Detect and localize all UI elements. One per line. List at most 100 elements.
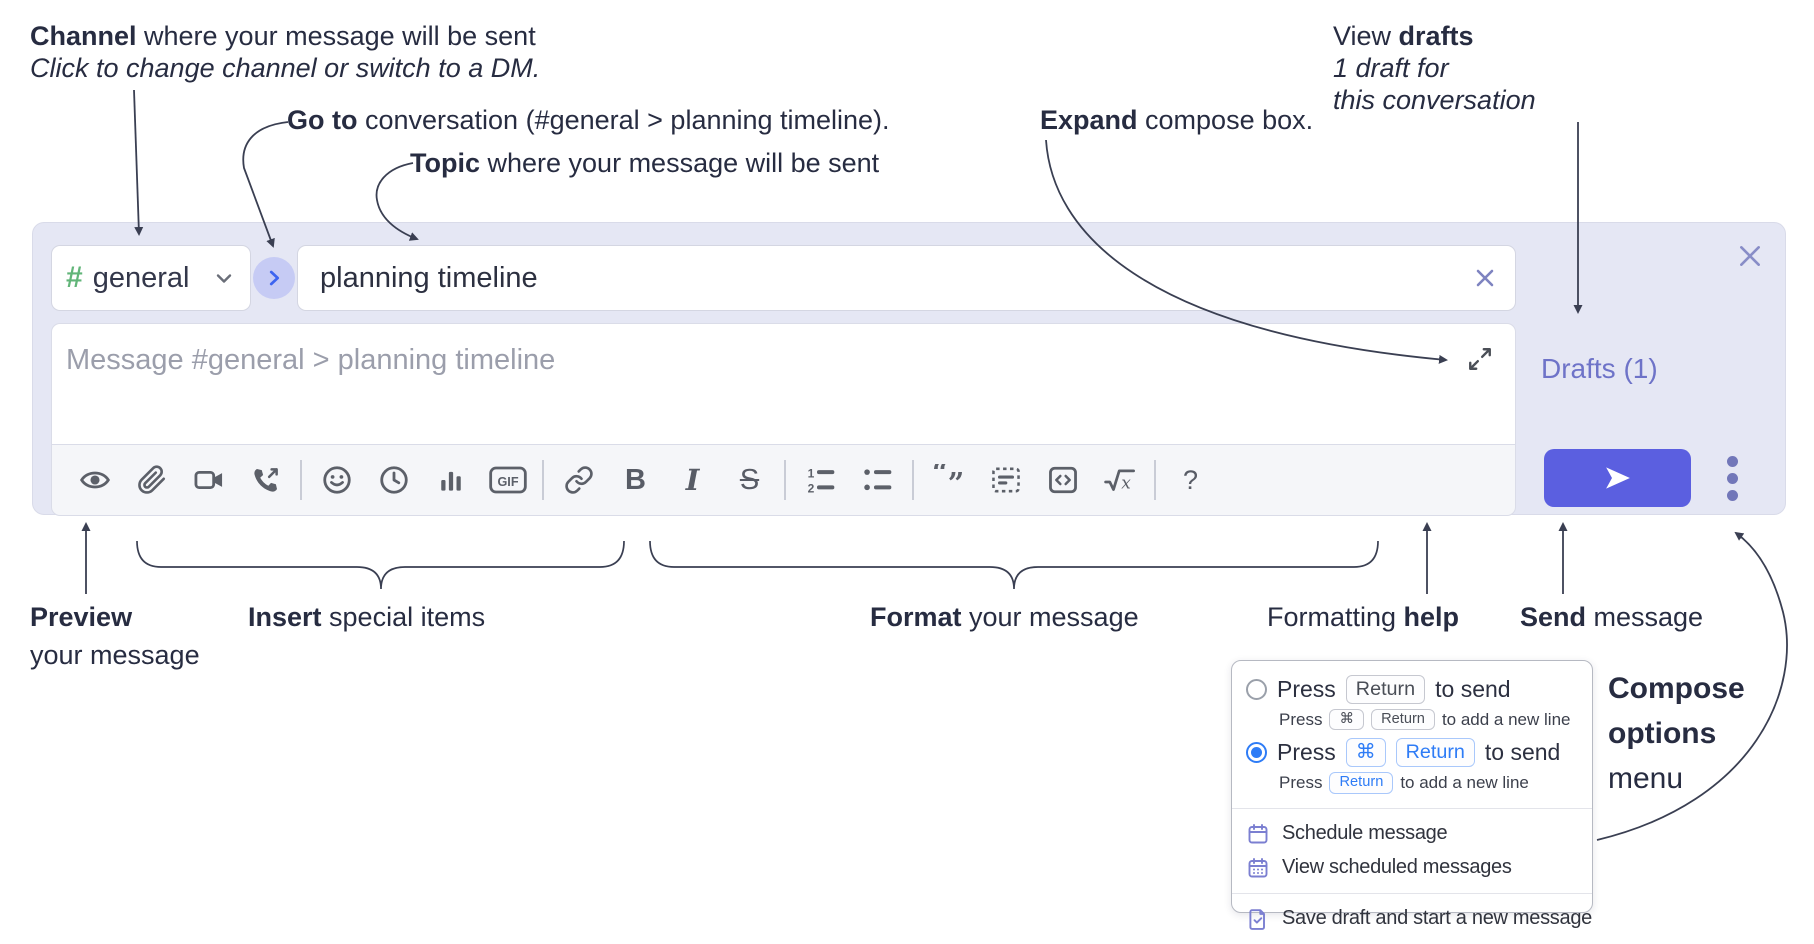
kbd-return: Return <box>1345 675 1426 704</box>
channel-picker[interactable]: # general <box>51 245 251 311</box>
vertical-ellipsis-icon <box>1726 455 1738 467</box>
channel-connector <box>133 89 144 236</box>
kbd-return: Return <box>1371 708 1435 731</box>
eye-icon <box>79 471 110 489</box>
paperclip-icon <box>137 465 165 494</box>
radio-selected[interactable] <box>1246 742 1267 764</box>
bar-chart-icon <box>440 471 461 491</box>
kbd-cmd: ⌘ <box>1329 708 1365 731</box>
code-button[interactable] <box>1034 454 1091 506</box>
gif-icon: GIF <box>488 466 527 494</box>
clock-icon <box>379 466 408 494</box>
send-button[interactable] <box>1544 449 1691 507</box>
send-option-cmd-return[interactable]: Press ⌘ Return to send <box>1232 736 1592 769</box>
clear-topic-icon[interactable] <box>1473 266 1497 290</box>
svg-text:“: “ <box>932 464 949 490</box>
format-annotation: Format your message <box>870 602 1139 632</box>
italic-icon: I <box>685 463 700 497</box>
latex-sqrt-icon: x <box>1103 469 1135 494</box>
poll-button[interactable] <box>422 454 479 506</box>
menu-divider <box>1232 807 1592 809</box>
toolbar-divider <box>300 460 302 500</box>
italic-button[interactable]: I <box>664 454 721 506</box>
topic-annotation: Topic where your message will be sent <box>410 148 880 178</box>
toolbar-divider <box>784 460 786 500</box>
radio-unselected[interactable] <box>1246 678 1267 700</box>
numbered-list-button[interactable]: 1 2 <box>792 454 849 506</box>
code-icon <box>1048 466 1077 494</box>
send-icon <box>1605 467 1630 489</box>
compose-options-menu-button[interactable] <box>1709 452 1755 504</box>
quote-button[interactable]: “ ” <box>920 454 977 506</box>
kbd-cmd: ⌘ <box>1345 738 1386 768</box>
expand-annotation: Expand compose box. <box>1040 105 1314 135</box>
phone-call-icon <box>253 468 278 492</box>
goto-annotation: Go to conversation (#general > planning … <box>287 105 890 135</box>
channel-annotation-line2: Click to change channel or switch to a D… <box>30 53 541 83</box>
send-option-cmd-return-sub: Press Return to add a new line <box>1279 772 1529 794</box>
view-scheduled-messages-item[interactable]: View scheduled messages <box>1232 851 1592 885</box>
preview-button[interactable] <box>66 454 123 506</box>
video-camera-icon <box>194 471 222 489</box>
link-button[interactable] <box>550 454 607 506</box>
emoji-button[interactable] <box>308 454 365 506</box>
channel-annotation-rest: where your message will be sent <box>136 21 536 51</box>
spoiler-button[interactable] <box>977 454 1034 506</box>
message-textarea[interactable]: Message #general > planning timeline <box>51 323 1516 444</box>
channel-name: general <box>92 261 190 294</box>
channel-annotation-bold: Channel <box>30 21 137 51</box>
svg-text:1: 1 <box>807 466 814 480</box>
bold-button[interactable]: B <box>607 454 664 506</box>
bulleted-list-button[interactable] <box>849 454 906 506</box>
drafts-link[interactable]: Drafts (1) <box>1541 353 1658 384</box>
compose-options-popup: Press Return to send Press ⌘ Return to a… <box>1231 660 1593 930</box>
voice-call-button[interactable] <box>237 454 294 506</box>
video-call-button[interactable] <box>180 454 237 506</box>
strikethrough-button[interactable]: S <box>721 454 778 506</box>
send-annotation: Send message <box>1520 602 1704 632</box>
chevron-down-icon <box>216 274 232 283</box>
math-button[interactable]: x <box>1091 454 1148 506</box>
format-brace <box>649 540 1379 590</box>
toolbar-divider <box>1154 460 1156 500</box>
insert-brace <box>136 540 625 590</box>
go-to-conversation-button[interactable] <box>253 257 295 299</box>
kbd-return: Return <box>1395 738 1475 768</box>
compose-toolbar: GIF B I S 1 2 <box>51 444 1516 516</box>
global-time-button[interactable] <box>365 454 422 506</box>
quote-icon: “ ” <box>932 464 964 496</box>
channel-hash-icon: # <box>66 261 83 294</box>
smiley-icon <box>322 466 351 494</box>
message-placeholder: Message #general > planning timeline <box>66 344 556 376</box>
topic-value: planning timeline <box>320 261 538 294</box>
kbd-return: Return <box>1329 772 1394 794</box>
svg-text:2: 2 <box>807 482 814 496</box>
svg-text:”: ” <box>947 466 964 496</box>
formatting-help-annotation: Formatting help <box>1267 602 1460 632</box>
save-draft-item[interactable]: Save draft and start a new message <box>1232 902 1592 936</box>
numbered-list-icon: 1 2 <box>807 466 834 496</box>
topic-input[interactable]: planning timeline <box>297 245 1516 311</box>
svg-text:x: x <box>1121 474 1131 494</box>
strikethrough-icon: S <box>739 463 760 496</box>
toolbar-divider <box>542 460 544 500</box>
expand-compose-icon[interactable] <box>1467 346 1493 372</box>
toolbar-divider <box>912 460 914 500</box>
calendar-grid-icon <box>1248 857 1268 878</box>
file-check-icon <box>1249 909 1265 930</box>
view-drafts-annotation: View drafts 1 draft for this conversatio… <box>1333 21 1536 115</box>
bulleted-list-icon <box>863 469 891 491</box>
compose-box-panel: # general planning timeline Drafts (1) M… <box>32 222 1786 516</box>
schedule-message-item[interactable]: Schedule message <box>1232 817 1592 851</box>
close-compose-icon[interactable] <box>1737 243 1763 269</box>
send-option-return-sub: Press ⌘ Return to add a new line <box>1279 708 1571 731</box>
gif-button[interactable]: GIF <box>479 454 536 506</box>
link-icon <box>564 466 593 494</box>
menu-divider <box>1232 892 1592 894</box>
chevron-right-icon <box>269 270 280 286</box>
send-option-return[interactable]: Press Return to send <box>1232 673 1592 706</box>
attach-file-button[interactable] <box>123 454 180 506</box>
message-formatting-help-button[interactable]: ? <box>1162 454 1219 506</box>
question-mark-icon: ? <box>1182 464 1199 495</box>
